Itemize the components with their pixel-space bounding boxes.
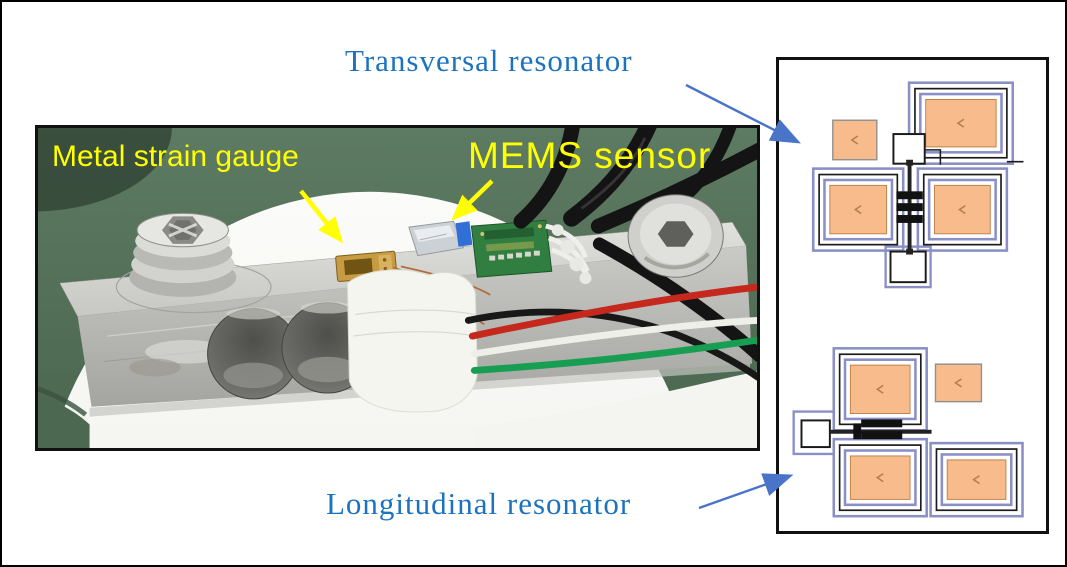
corner-shadow: [38, 128, 172, 212]
coil-pad: [832, 437, 928, 518]
hole-inner-light: [297, 356, 358, 383]
coil-pad: [811, 167, 905, 252]
cable-highlight: [580, 137, 647, 210]
connector: [924, 149, 942, 165]
label-mems-sensor: MEMS sensor: [468, 135, 712, 176]
silicone-blob: [346, 269, 478, 413]
coil-pad: [916, 167, 1009, 252]
device-photo: Metal strain gauge MEMS sensor: [35, 125, 760, 451]
label-transversal-resonator: Transversal resonator: [345, 43, 633, 78]
bar-smudge: [129, 358, 181, 377]
pcb: [470, 219, 553, 278]
coil-pad: [832, 347, 928, 432]
resonator-layout-panel: [776, 57, 1049, 534]
longitudinal-resonator-arrow-icon: [698, 473, 794, 510]
resonator-beam: [896, 159, 923, 255]
hole-inner-light: [223, 362, 283, 389]
background-corner: [38, 394, 90, 448]
resonator-layouts: [792, 81, 1024, 518]
hole-rim: [300, 301, 355, 314]
anchor-outline: [792, 410, 834, 456]
longitudinal-resonator-diagram: [792, 347, 1024, 518]
shadow-line: [38, 386, 88, 417]
transversal-resonator-diagram: [811, 81, 1024, 289]
plain-pad: [832, 119, 878, 161]
pedestal-right: [474, 371, 757, 448]
coil-pad: [929, 441, 1024, 518]
device-photo-scene: [38, 128, 757, 448]
anchor-square: [889, 250, 927, 284]
anchor-square: [800, 419, 831, 449]
anchor-square: [892, 133, 926, 165]
signal-wires: [464, 283, 757, 381]
hole-rim: [226, 307, 280, 320]
coil-pad: [907, 81, 1015, 165]
mounting-screw-right: [627, 194, 724, 278]
mounting-screw-left: [129, 212, 237, 297]
label-longitudinal-resonator: Longitudinal resonator: [326, 486, 632, 521]
label-metal-strain-gauge: Metal strain gauge: [52, 140, 299, 173]
plain-pad: [934, 363, 983, 403]
solder-joints: [545, 223, 592, 285]
resonator-beam: [829, 419, 932, 440]
mems-chip: [408, 220, 473, 257]
